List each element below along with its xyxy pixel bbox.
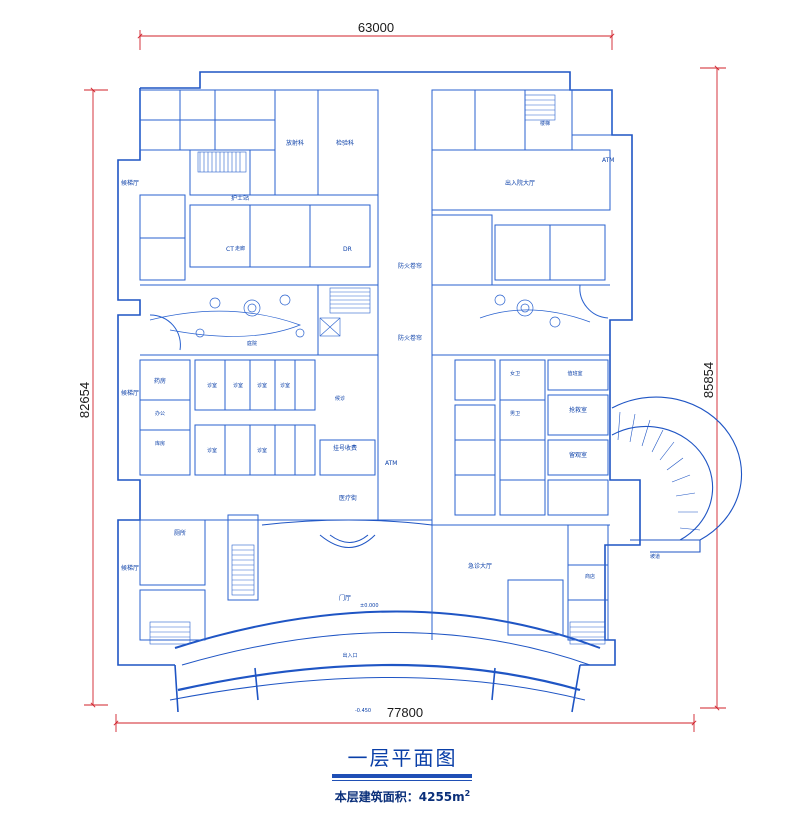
plan-title: 一层平面图: [347, 746, 458, 770]
room-label: 值班室: [567, 370, 582, 377]
dim-right: 85854: [701, 362, 716, 398]
room-label: 急诊大厅: [468, 562, 492, 570]
room-label: 留观室: [569, 451, 587, 459]
title-underline-thin: [332, 780, 472, 781]
room-label: 诊室: [280, 382, 290, 389]
room-label: 庭院: [247, 340, 257, 347]
room-label: 办公: [155, 410, 165, 417]
dimension-lines: [84, 30, 726, 732]
atm-marker: ATM: [385, 460, 397, 467]
floor-area-label: 本层建筑面积：4255m2: [0, 788, 805, 805]
elevation-marker: ±0.000: [360, 603, 379, 609]
room-label: 诊室: [257, 382, 267, 389]
stairs: [149, 94, 606, 645]
room-label: 防火卷帘: [398, 334, 422, 342]
room-label: 抢救室: [569, 406, 587, 414]
dim-left: 82654: [77, 382, 92, 418]
dim-top: 63000: [358, 20, 394, 35]
room-label: 检验科: [336, 139, 354, 147]
room-label: 药房: [154, 377, 166, 385]
room-label: 护士站: [231, 194, 249, 202]
room-label: 厕所: [174, 529, 186, 537]
room-label: 门厅: [339, 594, 351, 602]
room-label: 诊室: [207, 447, 217, 454]
room-labels: 出入院大厅 急诊大厅 门厅 医疗街 药房 护士站 厕所 挂号收费 防火卷帘 防火…: [121, 120, 660, 659]
room-label: 出入院大厅: [505, 179, 535, 187]
room-label: 楼梯: [540, 120, 550, 127]
title-underline-thick: [332, 774, 472, 778]
atm-marker: ATM: [602, 157, 614, 164]
room-label: 候梯厅: [121, 564, 139, 572]
room-label: 库房: [155, 440, 165, 447]
ct-marker: CT: [226, 246, 234, 253]
room-label: 防火卷帘: [398, 262, 422, 270]
room-label: 走廊: [235, 245, 245, 252]
room-label: 候梯厅: [121, 179, 139, 187]
room-label: 坡道: [650, 553, 660, 560]
dr-marker: DR: [343, 246, 352, 253]
floor-area-unit-sup: 2: [464, 789, 471, 798]
spiral-ramp: [611, 396, 742, 553]
dim-bottom: 77800: [387, 705, 423, 720]
room-label: 诊室: [207, 382, 217, 389]
room-label: 出入口: [342, 652, 357, 659]
room-label: 挂号收费: [333, 444, 357, 452]
interior-walls: [139, 89, 613, 641]
elevation-marker: -0.450: [355, 708, 371, 714]
room-label: 候梯厅: [121, 389, 139, 397]
entrance-canopy: [261, 519, 433, 548]
room-label: 诊室: [233, 382, 243, 389]
room-label: 商店: [585, 573, 595, 580]
room-label: 女卫: [510, 370, 520, 377]
floor-area-text: 本层建筑面积：4255m: [334, 790, 465, 804]
room-label: 候诊: [335, 395, 345, 402]
building-walls: [117, 71, 641, 713]
courtyard-planting: [149, 284, 609, 351]
room-label: 放射科: [286, 139, 304, 147]
room-label: 医疗街: [339, 494, 357, 502]
room-label: 诊室: [257, 447, 267, 454]
room-label: 男卫: [510, 411, 520, 417]
